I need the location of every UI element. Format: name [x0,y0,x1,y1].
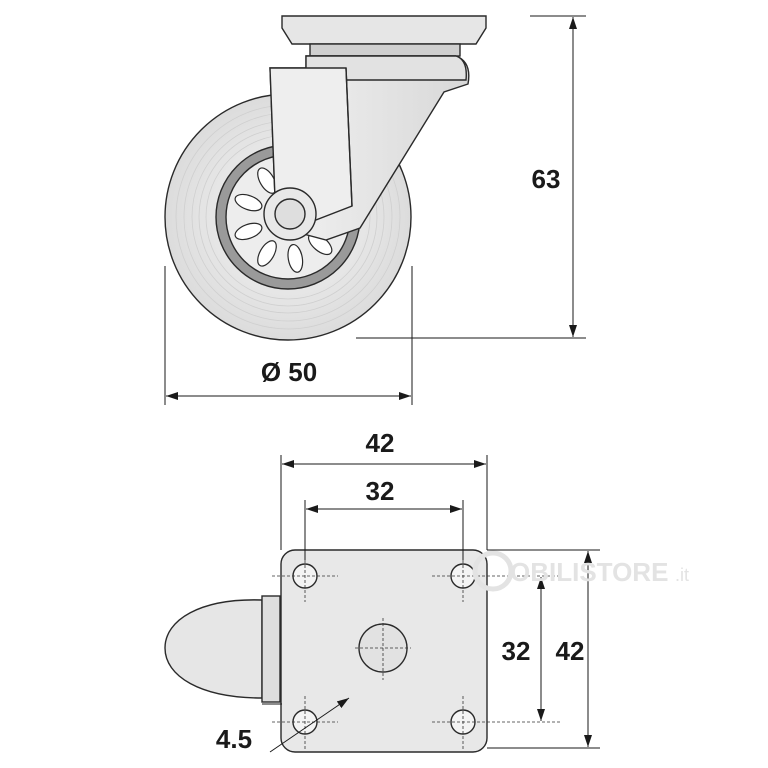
spoke-window [287,243,304,273]
watermark-logo-ring [472,550,514,592]
caster-side-view [164,15,487,341]
watermark-suffix: .it [675,565,689,585]
dimension-hole-spacing-y: 32 [502,577,545,721]
dimension-height: 63 [356,15,586,339]
hole-spacing-x-label: 32 [366,476,395,506]
swivel-race [309,43,461,57]
diameter-label: Ø 50 [261,357,317,387]
dimension-plate-width: 42 [280,428,488,550]
mount-plate-side [281,15,487,45]
plate-width-label: 42 [366,428,395,458]
caster-top-view [164,545,560,753]
fork-top-edge [261,595,281,703]
hole-spacing-y-label: 32 [502,636,531,666]
dimension-hole-diameter: 4.5 [216,697,350,754]
dimension-diameter: Ø 50 [164,266,413,405]
hole-diameter-label: 4.5 [216,724,252,754]
spoke-window [234,222,263,241]
dimension-hole-spacing-x: 32 [304,476,464,560]
wheel-top-shape [164,599,263,699]
dimension-plate-height: 42 [487,549,600,749]
spoke-window [234,193,263,212]
spoke-window [257,240,277,267]
watermark: OBILISTORE .it [472,550,689,592]
height-label: 63 [532,164,561,194]
plate-height-label: 42 [556,636,585,666]
axle-bolt [274,198,306,230]
center-lines [272,545,560,750]
watermark-brand: OBILISTORE [510,557,668,587]
